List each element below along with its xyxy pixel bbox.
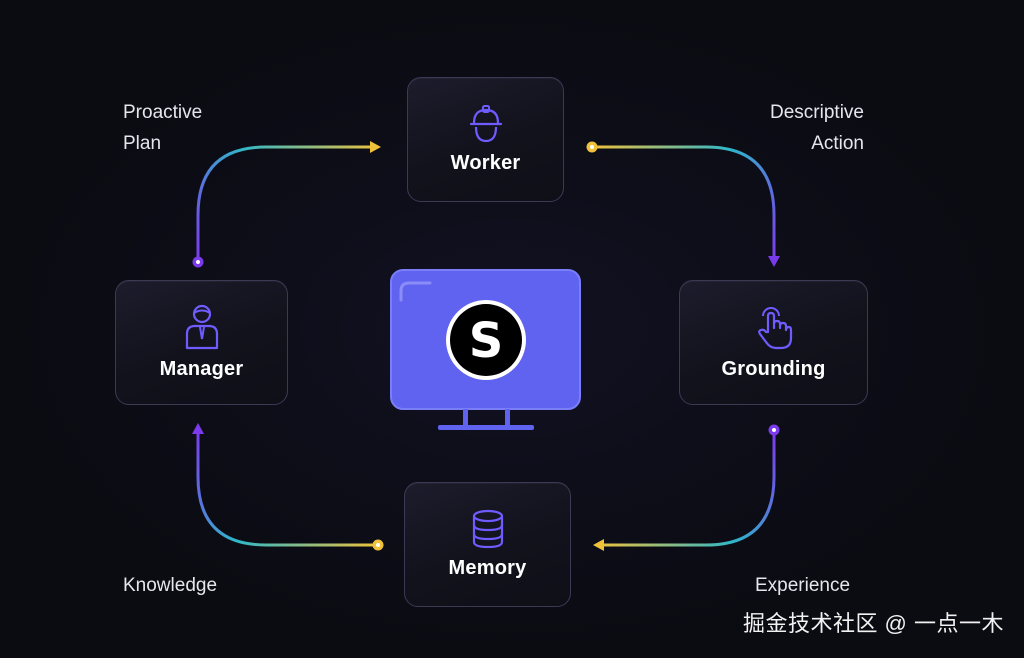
proactive-plan-line1: Proactive — [123, 102, 203, 123]
manager-person-icon — [185, 304, 218, 350]
database-icon — [472, 509, 503, 549]
arrow-grounding-to-memory — [593, 424, 780, 551]
tap-hand-icon — [757, 307, 792, 350]
descriptive-action-line1: Descriptive — [770, 102, 864, 123]
worker-helmet-icon — [469, 105, 502, 143]
descriptive-action-line2: Action — [811, 133, 864, 154]
knowledge-line1: Knowledge — [123, 575, 218, 596]
arrow-manager-to-worker — [192, 141, 381, 268]
experience-label: Experience — [755, 570, 850, 601]
monitor-logo-icon — [390, 269, 581, 430]
worker-node[interactable]: Worker — [407, 77, 564, 202]
worker-label: Worker — [450, 152, 521, 174]
proactive-plan-line2: Plan — [123, 133, 162, 154]
arrow-worker-to-grounding — [586, 141, 780, 267]
memory-label: Memory — [448, 557, 527, 579]
proactive-plan-label: Proactive Plan — [123, 97, 202, 159]
grounding-node[interactable]: Grounding — [679, 280, 868, 405]
watermark-text: 掘金技术社区 @ 一点一木 — [742, 611, 1004, 636]
descriptive-action-label: Descriptive Action — [770, 97, 864, 159]
arrow-memory-to-manager — [192, 423, 384, 551]
grounding-label: Grounding — [721, 358, 826, 380]
manager-label: Manager — [159, 358, 244, 380]
manager-node[interactable]: Manager — [115, 280, 288, 405]
experience-line1: Experience — [755, 575, 851, 596]
knowledge-label: Knowledge — [123, 570, 217, 601]
center-logo-letter: S — [469, 313, 504, 369]
memory-node[interactable]: Memory — [404, 482, 571, 607]
